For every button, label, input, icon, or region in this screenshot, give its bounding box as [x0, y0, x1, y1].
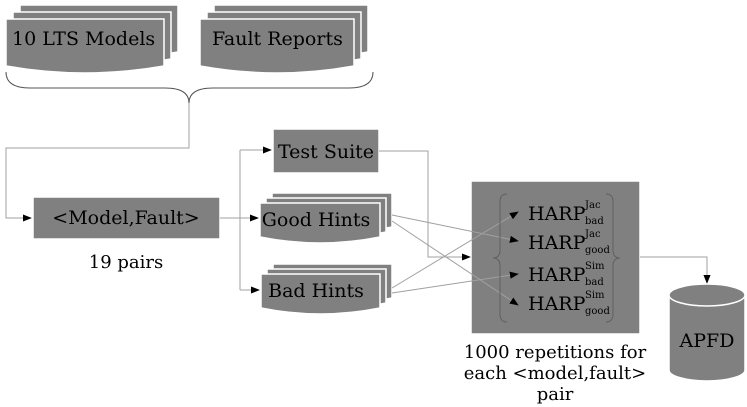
good-hints-stack: Good Hints	[259, 192, 393, 244]
test-suite-node: Test Suite	[272, 128, 380, 174]
test-suite-to-harp-line	[379, 150, 471, 261]
good-hints-label: Good Hints	[262, 209, 371, 231]
repetitions-caption-line2: each <model,fault>	[464, 363, 646, 384]
harp-sim-bad: HARP Sim bad	[528, 261, 605, 288]
bad-hints-to-harp-jac-bad	[391, 211, 519, 289]
model-fault-node: <Model,Fault>	[32, 196, 221, 240]
harp-jac-good: HARP Jac good	[528, 229, 610, 256]
bad-hints-label: Bad Hints	[268, 280, 364, 302]
fault-reports-stack: Fault Reports	[199, 4, 369, 74]
test-suite-label: Test Suite	[278, 141, 374, 163]
lts-models-stack: 10 LTS Models	[5, 4, 179, 74]
harp-sub: good	[585, 245, 610, 256]
bad-hints-to-harp-sim-bad	[391, 271, 519, 294]
bad-hints-stack: Bad Hints	[260, 263, 393, 315]
repetitions-caption-line3: pair	[537, 384, 574, 405]
apfd-database: APFD	[668, 283, 746, 382]
harp-base: HARP	[528, 293, 586, 315]
good-hints-to-harp-sim-good	[391, 220, 519, 306]
harp-to-apfd-line	[640, 256, 711, 284]
harp-sup: Jac	[584, 229, 601, 240]
harp-jac-bad: HARP Jac bad	[528, 200, 604, 227]
harp-sub: good	[585, 306, 610, 317]
harp-base: HARP	[528, 232, 586, 254]
harp-base: HARP	[528, 203, 586, 225]
good-hints-to-harp-jac-good	[391, 214, 519, 243]
lts-models-label: 10 LTS Models	[12, 28, 155, 50]
harp-sup: Sim	[585, 261, 605, 272]
harp-sup: Sim	[585, 290, 605, 301]
harp-container	[470, 180, 641, 335]
harp-sim-good: HARP Sim good	[528, 290, 610, 317]
pairs-caption: 19 pairs	[89, 252, 163, 273]
harp-sup: Jac	[584, 200, 601, 211]
repetitions-caption-line1: 1000 repetitions for	[464, 342, 647, 363]
apfd-label: APFD	[679, 330, 735, 352]
model-fault-label: <Model,Fault>	[52, 207, 199, 229]
fault-reports-label: Fault Reports	[212, 28, 343, 50]
harp-left-brace	[492, 193, 508, 323]
harp-base: HARP	[528, 264, 586, 286]
brace-to-model-fault-line	[5, 103, 190, 222]
harp-sub: bad	[585, 277, 604, 288]
input-brace	[5, 71, 374, 104]
harp-sub: bad	[585, 216, 604, 227]
harp-right-brace	[605, 193, 621, 323]
